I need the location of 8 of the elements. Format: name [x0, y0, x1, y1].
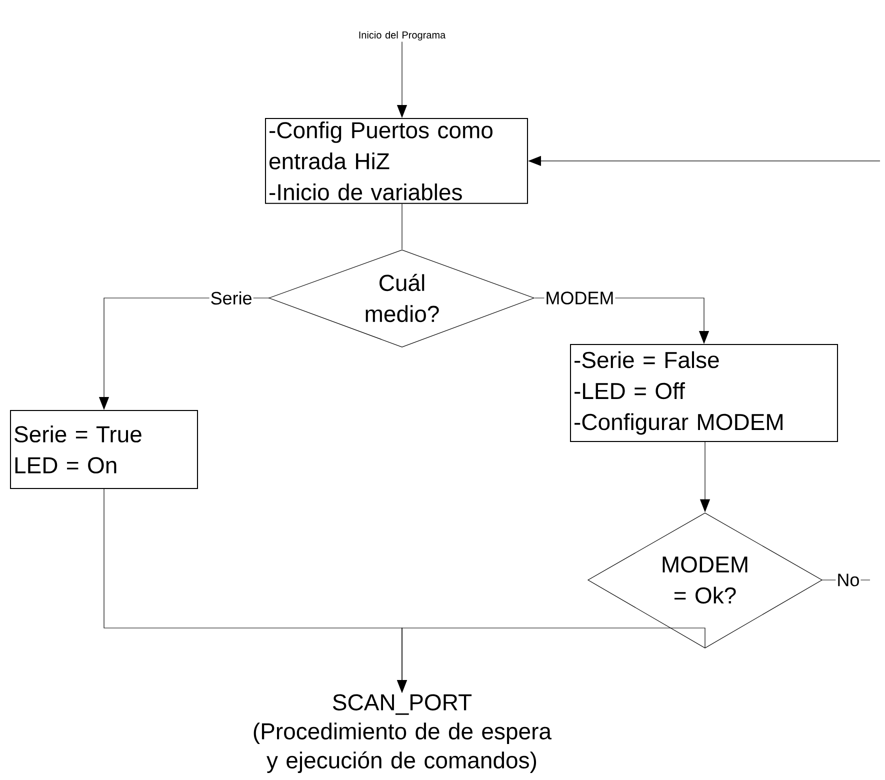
edge-label: MODEM: [544, 290, 616, 306]
edge-label: Serie: [209, 290, 254, 306]
flow-label: Inicio del Programa: [359, 31, 446, 40]
process-box: -Config Puertos como entrada HiZ -Inicio de variables: [265, 118, 528, 204]
process-box: Serie = True LED = On: [10, 410, 198, 489]
flow-label: SCAN_PORT (Procedimiento de de espera y ejecución de comandos): [254, 694, 552, 774]
process-box: -Serie = False -LED = Off -Configurar MODEM: [570, 344, 838, 442]
edge-label: No: [836, 572, 861, 588]
